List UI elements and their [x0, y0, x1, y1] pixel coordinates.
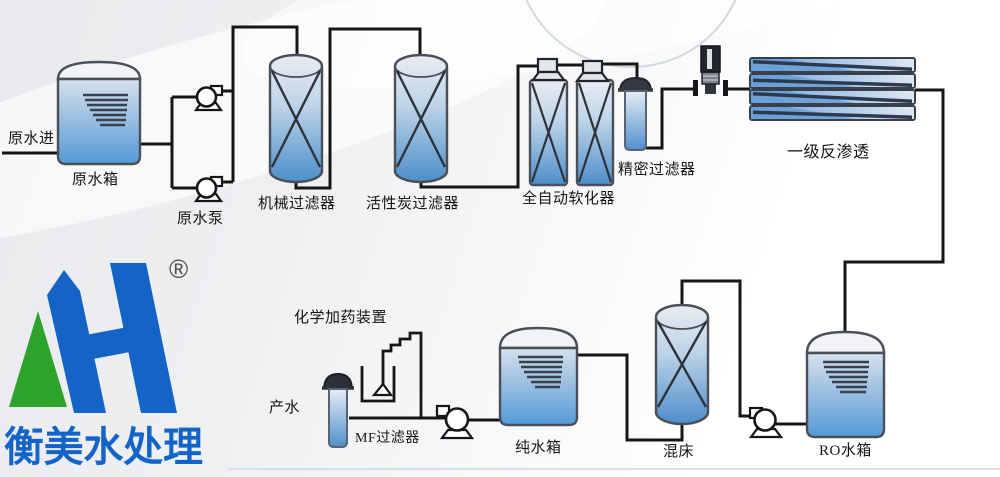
pipe-mixed-bed-to-pure-tank — [577, 353, 684, 442]
automatic-softener — [528, 57, 615, 187]
pipe-mech-to-carbon — [294, 27, 422, 190]
dosing-funnel-icon — [371, 382, 394, 397]
precision-filter-vessel — [618, 76, 653, 151]
registered-trademark-icon: ® — [169, 254, 189, 284]
dosing-vessel — [360, 366, 396, 403]
softener-valve-icon — [530, 57, 567, 82]
label-chemical-dosing: 化学加药装置 — [294, 310, 388, 326]
ground-line — [228, 468, 1000, 470]
logo-h-crossbar — [77, 326, 133, 362]
mf-filter-vessel — [322, 372, 354, 448]
transfer-pump-icon — [435, 404, 475, 440]
tank-level-stripes — [823, 360, 869, 394]
membrane-tube — [749, 105, 916, 121]
label-raw-water-tank: 原水箱 — [72, 172, 119, 188]
pipe-softener-to-precision — [601, 62, 639, 79]
label-first-stage-ro: 一级反渗透 — [787, 144, 870, 161]
ro-water-tank — [805, 330, 886, 439]
label-product-water: 产水 — [269, 400, 301, 416]
pipe-pure-tank-to-mf — [349, 416, 502, 422]
tank-level-stripes — [518, 355, 563, 389]
ro-membrane-stack — [749, 57, 916, 121]
label-precision-filter: 精密过滤器 — [618, 162, 696, 178]
pipe-carbon-to-softener — [419, 64, 539, 189]
high-pressure-pump-icon — [693, 45, 728, 96]
activated-carbon-filter-vessel — [393, 53, 449, 184]
label-mf-filter: MF过滤器 — [355, 431, 420, 446]
label-pure-water-tank: 纯水箱 — [515, 440, 562, 456]
company-name: 衡美水处理 — [4, 424, 203, 470]
pipe-tank-to-pumps — [140, 95, 197, 190]
pipe-precision-to-hp-pump — [646, 87, 695, 150]
pipe-pump-to-mixed-bed — [680, 279, 757, 418]
mixed-bed-vessel — [654, 303, 710, 426]
dosing-line — [381, 331, 423, 418]
raw-water-pump-lower-icon — [193, 175, 224, 203]
label-raw-water-pump: 原水泵 — [177, 211, 224, 227]
label-ro-water-tank: RO水箱 — [819, 443, 872, 459]
logo-h-left-stroke — [47, 270, 106, 413]
logo-green-triangle — [9, 311, 67, 407]
tank-level-stripes — [83, 93, 128, 127]
membrane-tube — [749, 89, 916, 105]
label-raw-water-in: 原水进 — [8, 131, 55, 147]
company-logo-mark — [9, 263, 177, 413]
membrane-tube — [749, 57, 916, 73]
pipes — [2, 25, 945, 442]
pipe-ro-to-ro-tank — [843, 88, 945, 334]
logo-h-right-stroke — [110, 263, 177, 413]
label-carbon-filter: 活性炭过滤器 — [366, 196, 460, 212]
ro-tank-pump-icon — [748, 406, 784, 439]
membrane-tube — [749, 73, 916, 89]
raw-water-tank — [56, 60, 142, 166]
softener-valve-icon — [574, 59, 611, 83]
mechanical-filter-vessel — [268, 53, 324, 184]
label-mixed-bed: 混床 — [663, 444, 695, 460]
label-mechanical-filter: 机械过滤器 — [258, 196, 336, 212]
pure-water-tank — [498, 326, 579, 427]
chemical-dosing-device — [360, 331, 423, 418]
raw-water-pump-upper-icon — [193, 84, 224, 112]
label-automatic-softener: 全自动软化器 — [522, 191, 616, 207]
